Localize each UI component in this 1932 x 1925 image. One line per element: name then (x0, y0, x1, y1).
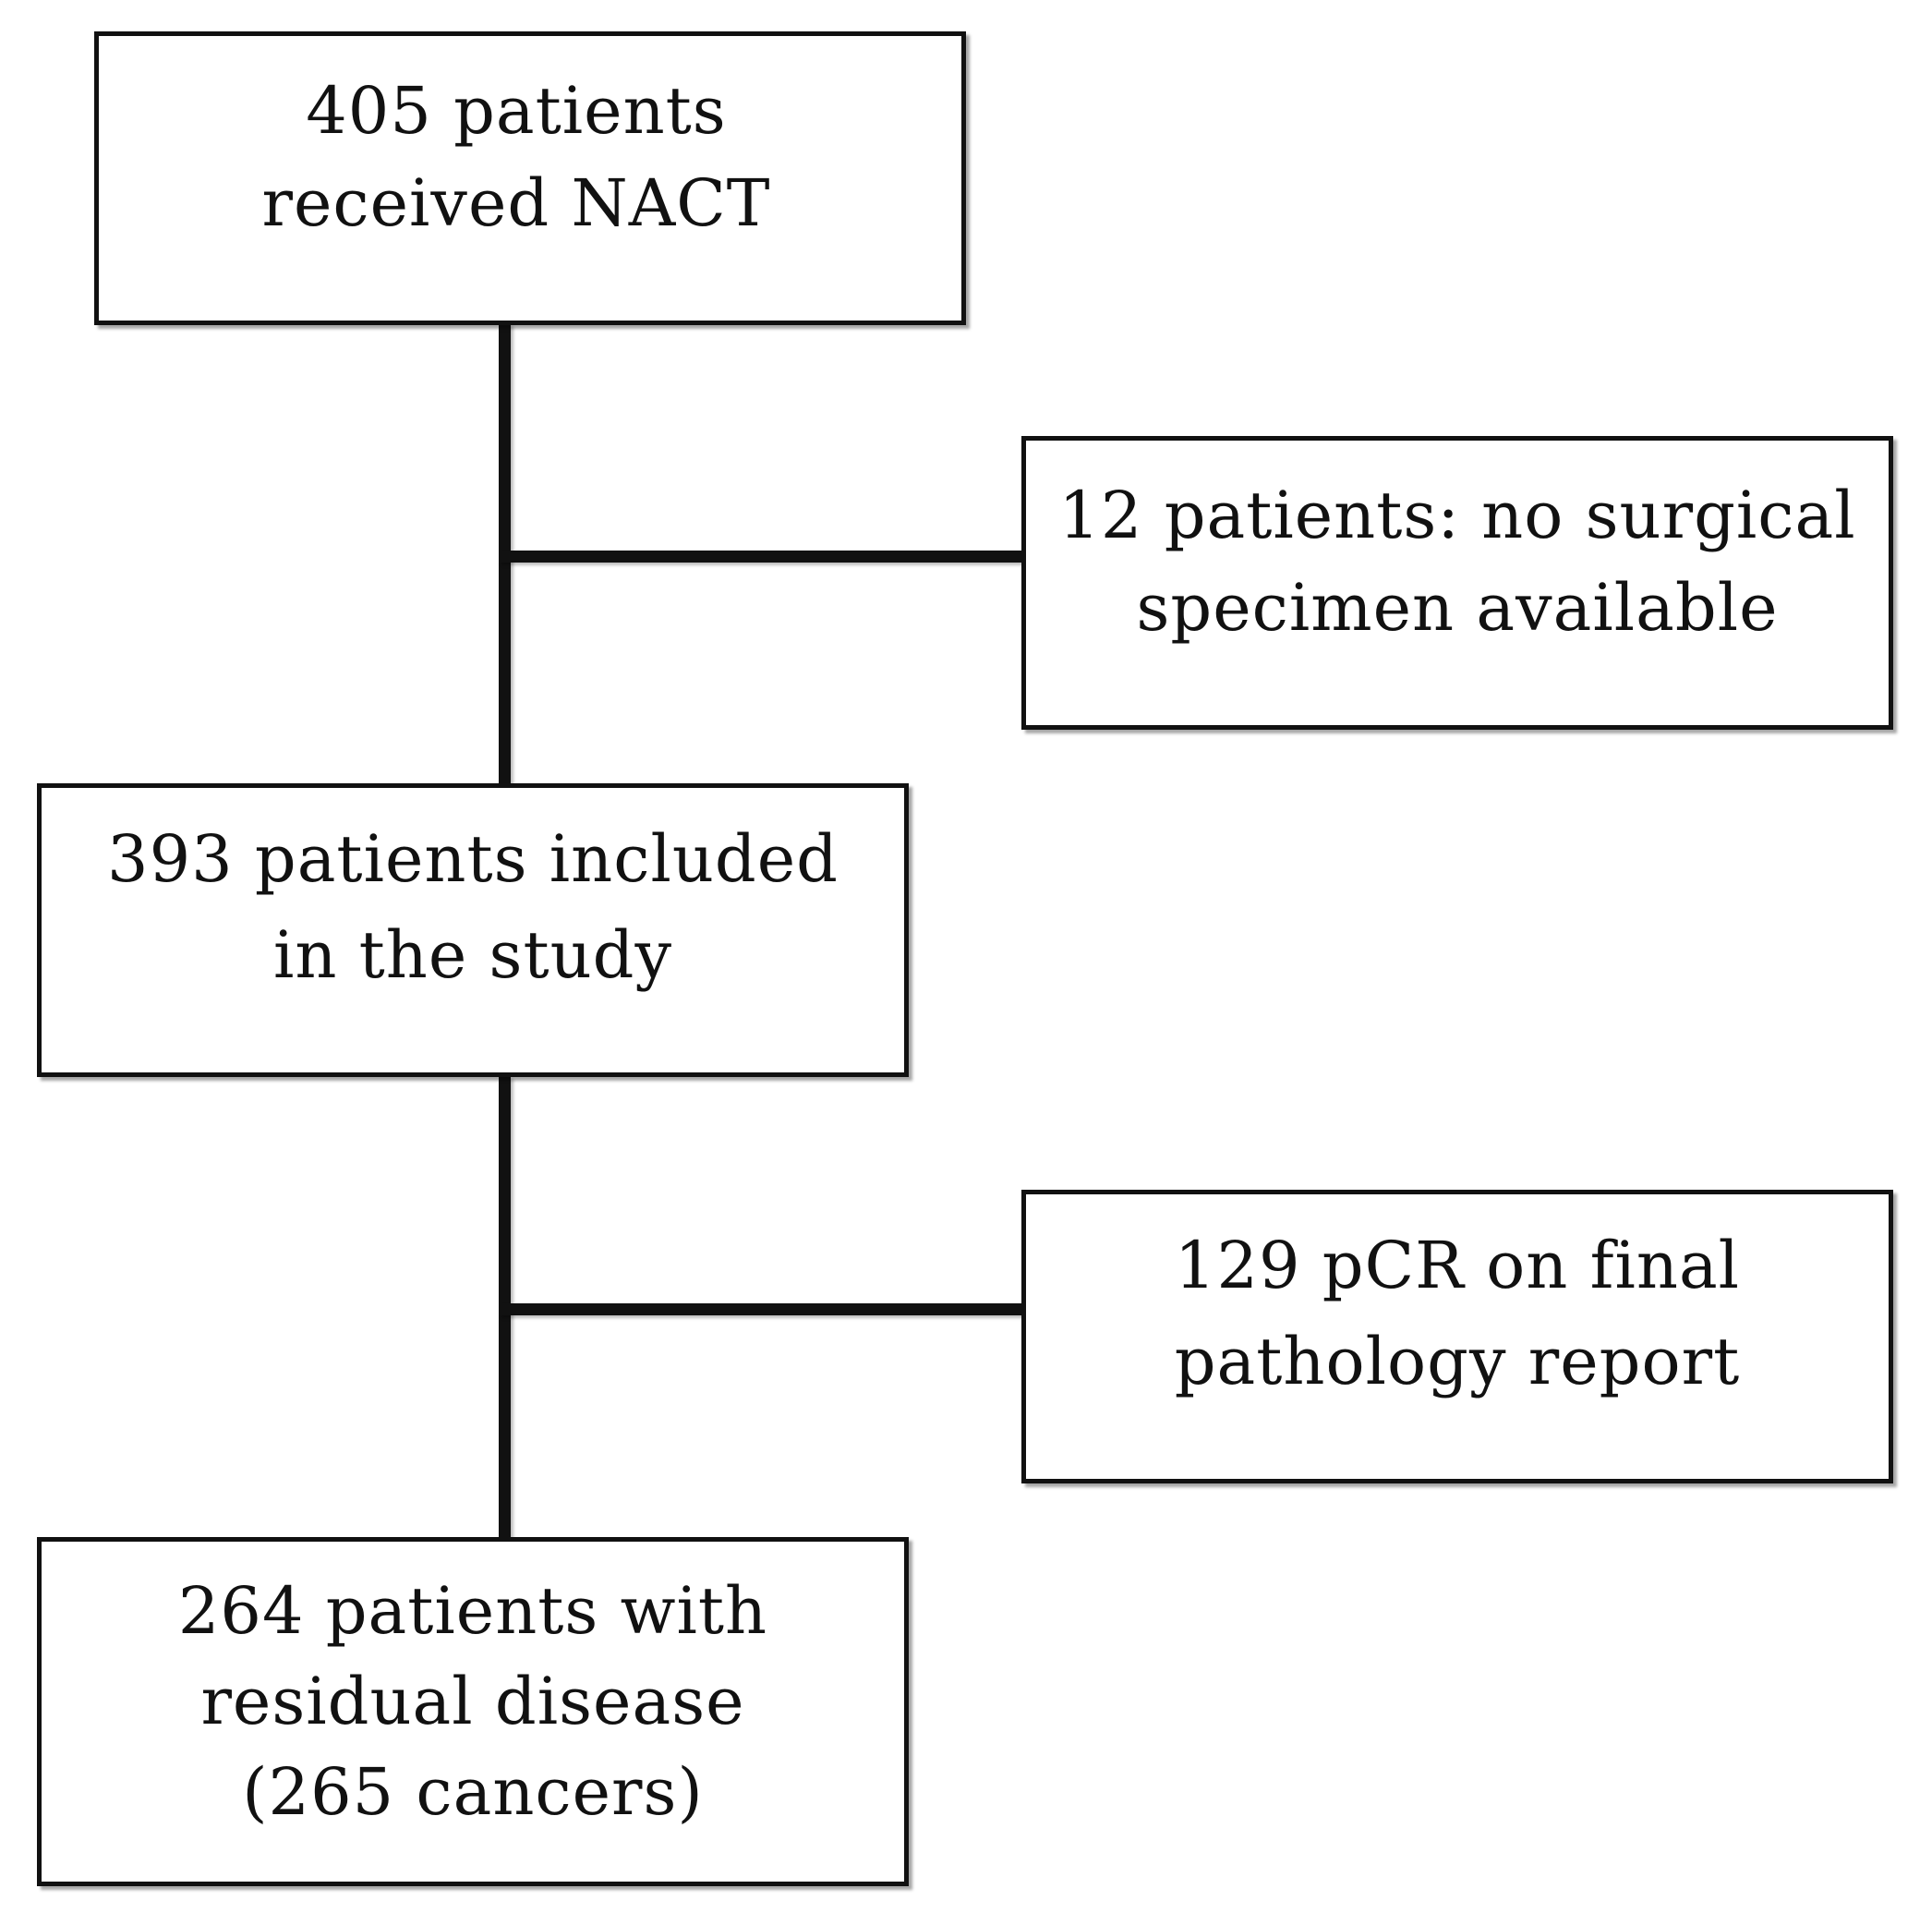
box-pcr-final-pathology-line-1: 129 pCR on final (1174, 1228, 1741, 1303)
box-residual-disease: 264 patients with residual disease (265 … (37, 1537, 909, 1886)
box-no-surgical-specimen-line-2: specimen available (1136, 570, 1779, 646)
box-residual-disease-line-1: 264 patients with (177, 1573, 768, 1649)
box-no-surgical-specimen-line-1: 12 patients: no surgical (1058, 478, 1856, 553)
connector-branch-exclusion (499, 551, 1023, 563)
box-pcr-final-pathology-line-2: pathology report (1174, 1324, 1741, 1399)
box-residual-disease-line-2: residual disease (200, 1664, 745, 1739)
box-residual-disease-line-3: (265 cancers) (242, 1754, 704, 1830)
box-received-nact: 405 patients received NACT (94, 31, 966, 325)
box-received-nact-line-1: 405 patients (306, 73, 727, 149)
box-no-surgical-specimen: 12 patients: no surgical specimen availa… (1021, 436, 1893, 730)
box-included-in-study-line-2: in the study (272, 917, 673, 993)
box-pcr-final-pathology: 129 pCR on final pathology report (1021, 1190, 1893, 1483)
box-received-nact-line-2: received NACT (261, 165, 771, 241)
box-included-in-study: 393 patients included in the study (37, 783, 909, 1077)
box-included-in-study-line-1: 393 patients included (107, 821, 839, 897)
connector-branch-pcr (499, 1303, 1023, 1315)
